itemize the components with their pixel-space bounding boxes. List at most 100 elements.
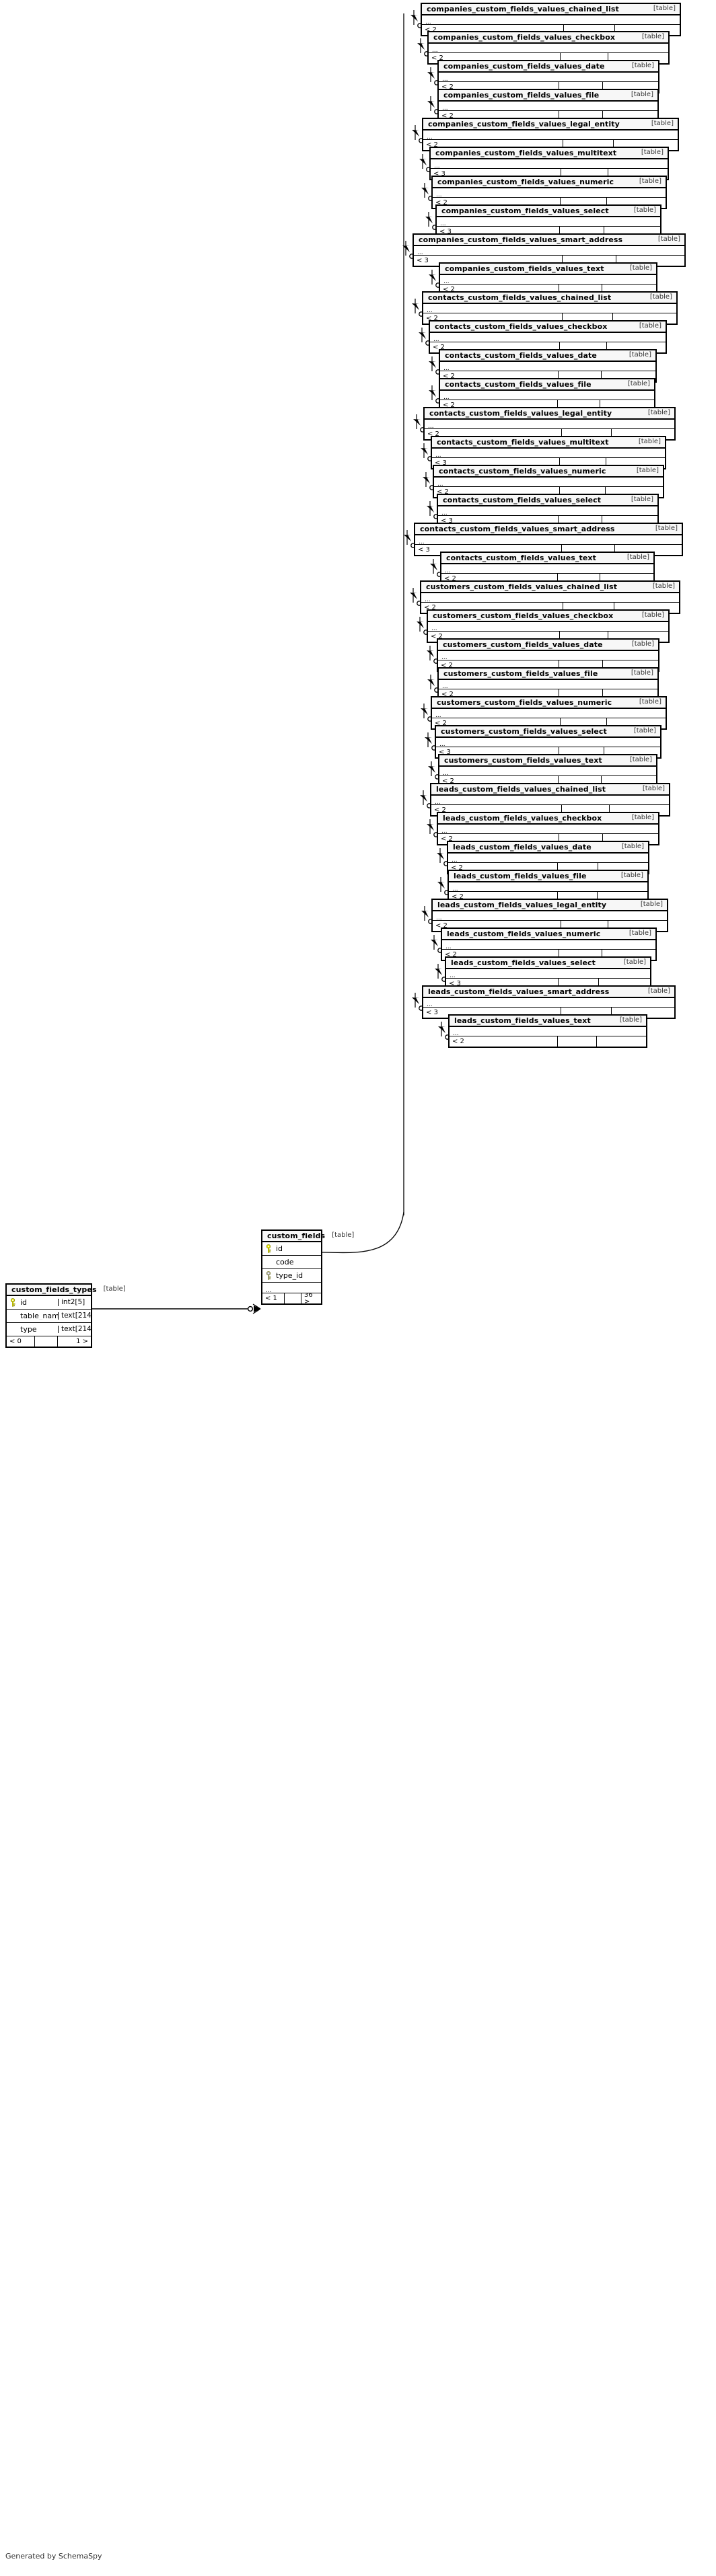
entity-more-columns: ... xyxy=(262,1283,321,1294)
entity-title-row[interactable]: customers_custom_fields_values_chained_l… xyxy=(421,582,679,593)
entity-column-row[interactable]: code xyxy=(262,1256,321,1269)
entity-title-row[interactable]: contacts_custom_fields_values_checkbox[t… xyxy=(430,321,666,333)
entity-title-row[interactable]: companies_custom_fields_values_text[tabl… xyxy=(440,264,656,275)
entity-title-row[interactable]: customers_custom_fields_values_text[tabl… xyxy=(439,755,656,767)
entity-name: contacts_custom_fields_values_select xyxy=(443,495,602,504)
entity-companies_custom_fields_values_select[interactable]: companies_custom_fields_values_select[ta… xyxy=(435,204,661,238)
entity-companies_custom_fields_values_date[interactable]: companies_custom_fields_values_date[tabl… xyxy=(437,60,659,93)
entity-contacts_custom_fields_values_select[interactable]: contacts_custom_fields_values_select[tab… xyxy=(437,494,659,527)
entity-companies_custom_fields_values_legal_entity[interactable]: companies_custom_fields_values_legal_ent… xyxy=(422,118,679,151)
entity-title-row[interactable]: contacts_custom_fields_values_multitext[… xyxy=(432,437,665,449)
entity-title-row[interactable]: leads_custom_fields_values_smart_address… xyxy=(423,987,674,998)
entity-contacts_custom_fields_values_chained_list[interactable]: contacts_custom_fields_values_chained_li… xyxy=(422,291,678,325)
entity-title-row[interactable]: contacts_custom_fields_values_smart_addr… xyxy=(415,524,682,535)
entity-title-row[interactable]: companies_custom_fields_values_legal_ent… xyxy=(423,119,678,130)
entity-title-row[interactable]: contacts_custom_fields_values_legal_enti… xyxy=(425,408,674,420)
entity-companies_custom_fields_values_numeric[interactable]: companies_custom_fields_values_numeric[t… xyxy=(431,176,667,209)
entity-footer: < 2 xyxy=(448,863,648,873)
entity-customers_custom_fields_values_numeric[interactable]: customers_custom_fields_values_numeric[t… xyxy=(431,696,667,730)
entity-leads_custom_fields_values_smart_address[interactable]: leads_custom_fields_values_smart_address… xyxy=(422,985,676,1019)
entity-collapsed-columns: ... xyxy=(428,622,668,632)
entity-title-row[interactable]: custom_fields[table] xyxy=(262,1231,354,1242)
entity-title-row[interactable]: companies_custom_fields_values_date[tabl… xyxy=(439,61,658,73)
entity-title-row[interactable]: leads_custom_fields_values_checkbox[tabl… xyxy=(438,813,658,825)
entity-name: customers_custom_fields_values_file xyxy=(443,669,598,678)
entity-contacts_custom_fields_values_smart_address[interactable]: contacts_custom_fields_values_smart_addr… xyxy=(414,523,683,556)
entity-leads_custom_fields_values_numeric[interactable]: leads_custom_fields_values_numeric[table… xyxy=(441,927,657,961)
ellipsis-label: ... xyxy=(443,278,450,285)
entity-contacts_custom_fields_values_legal_entity[interactable]: contacts_custom_fields_values_legal_enti… xyxy=(423,407,676,441)
entity-title-row[interactable]: leads_custom_fields_values_legal_entity[… xyxy=(433,900,667,911)
entity-footer: < 3 xyxy=(415,545,682,555)
entity-title-row[interactable]: companies_custom_fields_values_numeric[t… xyxy=(433,177,666,188)
entity-customers_custom_fields_values_file[interactable]: customers_custom_fields_values_file[tabl… xyxy=(437,667,659,701)
entity-customers_custom_fields_values_select[interactable]: customers_custom_fields_values_select[ta… xyxy=(435,725,661,759)
entity-companies_custom_fields_values_text[interactable]: companies_custom_fields_values_text[tabl… xyxy=(439,262,657,296)
entity-title-row[interactable]: leads_custom_fields_values_chained_list[… xyxy=(431,784,669,796)
entity-name: customers_custom_fields_values_date xyxy=(443,640,603,649)
column-name: id xyxy=(276,1244,283,1253)
entity-title-row[interactable]: customers_custom_fields_values_select[ta… xyxy=(436,726,660,738)
ellipsis-label: ... xyxy=(441,654,448,661)
entity-title-row[interactable]: companies_custom_fields_values_chained_l… xyxy=(422,4,680,15)
entity-name: contacts_custom_fields_values_multitext xyxy=(437,437,609,447)
foreign-key-icon xyxy=(266,1271,271,1280)
entity-title-row[interactable]: companies_custom_fields_values_checkbox[… xyxy=(429,32,668,44)
entity-title-row[interactable]: contacts_custom_fields_values_select[tab… xyxy=(438,495,657,506)
entity-title-row[interactable]: contacts_custom_fields_values_text[table… xyxy=(441,553,653,564)
entity-contacts_custom_fields_values_date[interactable]: contacts_custom_fields_values_date[table… xyxy=(439,349,657,383)
column-name-cell: type_id xyxy=(262,1271,321,1280)
entity-column-row[interactable]: table_nametext[2147483647] xyxy=(7,1310,91,1323)
entity-footer: < 2 xyxy=(441,574,653,584)
entity-title-row[interactable]: customers_custom_fields_values_checkbox[… xyxy=(428,611,668,622)
entity-title-row[interactable]: contacts_custom_fields_values_file[table… xyxy=(440,379,654,391)
entity-leads_custom_fields_values_file[interactable]: leads_custom_fields_values_file[table]..… xyxy=(448,870,649,903)
entity-type-tag: [table] xyxy=(620,872,643,879)
entity-title-row[interactable]: customers_custom_fields_values_numeric[t… xyxy=(432,697,666,709)
entity-contacts_custom_fields_values_numeric[interactable]: contacts_custom_fields_values_numeric[ta… xyxy=(433,465,664,498)
entity-title-row[interactable]: custom_fields_types[table] xyxy=(7,1285,126,1296)
entity-parent-count: < 3 xyxy=(414,256,563,266)
entity-title-row[interactable]: companies_custom_fields_values_select[ta… xyxy=(437,206,660,217)
entity-title-row[interactable]: companies_custom_fields_values_file[tabl… xyxy=(439,90,657,102)
entity-title-row[interactable]: companies_custom_fields_values_multitext… xyxy=(431,148,668,159)
entity-customers_custom_fields_values_text[interactable]: customers_custom_fields_values_text[tabl… xyxy=(438,754,657,788)
entity-leads_custom_fields_values_chained_list[interactable]: leads_custom_fields_values_chained_list[… xyxy=(430,783,670,817)
entity-leads_custom_fields_values_checkbox[interactable]: leads_custom_fields_values_checkbox[tabl… xyxy=(437,812,659,845)
entity-footer-mid xyxy=(563,140,614,150)
entity-companies_custom_fields_values_multitext[interactable]: companies_custom_fields_values_multitext… xyxy=(429,147,669,180)
entity-title-row[interactable]: leads_custom_fields_values_date[table] xyxy=(448,842,648,854)
entity-companies_custom_fields_values_smart_address[interactable]: companies_custom_fields_values_smart_add… xyxy=(413,233,686,267)
entity-name: companies_custom_fields_values_checkbox xyxy=(433,32,616,42)
entity-companies_custom_fields_values_chained_list[interactable]: companies_custom_fields_values_chained_l… xyxy=(421,3,681,36)
entity-title-row[interactable]: leads_custom_fields_values_file[table] xyxy=(449,871,647,882)
entity-title-row[interactable]: contacts_custom_fields_values_numeric[ta… xyxy=(434,466,663,478)
entity-customers_custom_fields_values_checkbox[interactable]: customers_custom_fields_values_checkbox[… xyxy=(427,609,670,643)
entity-title-row[interactable]: contacts_custom_fields_values_date[table… xyxy=(440,350,655,362)
entity-title-row[interactable]: customers_custom_fields_values_file[tabl… xyxy=(439,669,657,680)
entity-title-row[interactable]: leads_custom_fields_values_numeric[table… xyxy=(442,929,655,940)
ellipsis-label: ... xyxy=(440,221,446,227)
entity-leads_custom_fields_values_select[interactable]: leads_custom_fields_values_select[table]… xyxy=(445,956,651,990)
entity-title-row[interactable]: leads_custom_fields_values_text[table] xyxy=(450,1016,646,1027)
entity-companies_custom_fields_values_checkbox[interactable]: companies_custom_fields_values_checkbox[… xyxy=(427,31,670,65)
entity-type-tag: [table] xyxy=(640,901,663,908)
entity-companies_custom_fields_values_file[interactable]: companies_custom_fields_values_file[tabl… xyxy=(437,89,659,122)
ellipsis-label: ... xyxy=(445,568,451,574)
entity-footer: < 3 xyxy=(446,979,650,989)
entity-title-row[interactable]: leads_custom_fields_values_select[table] xyxy=(446,958,650,969)
entity-title-row[interactable]: customers_custom_fields_values_date[tabl… xyxy=(438,640,658,651)
entity-contacts_custom_fields_values_text[interactable]: contacts_custom_fields_values_text[table… xyxy=(440,552,655,585)
entity-leads_custom_fields_values_text[interactable]: leads_custom_fields_values_text[table]..… xyxy=(448,1014,647,1048)
entity-title-row[interactable]: companies_custom_fields_values_smart_add… xyxy=(414,235,684,246)
entity-customers_custom_fields_values_chained_list[interactable]: customers_custom_fields_values_chained_l… xyxy=(420,580,680,614)
entity-contacts_custom_fields_values_checkbox[interactable]: contacts_custom_fields_values_checkbox[t… xyxy=(429,320,667,354)
entity-column-row[interactable]: type_id xyxy=(262,1269,321,1283)
entity-column-row[interactable]: id xyxy=(262,1242,321,1256)
entity-title-row[interactable]: contacts_custom_fields_values_chained_li… xyxy=(423,293,676,304)
entity-name: contacts_custom_fields_values_legal_enti… xyxy=(429,408,612,418)
